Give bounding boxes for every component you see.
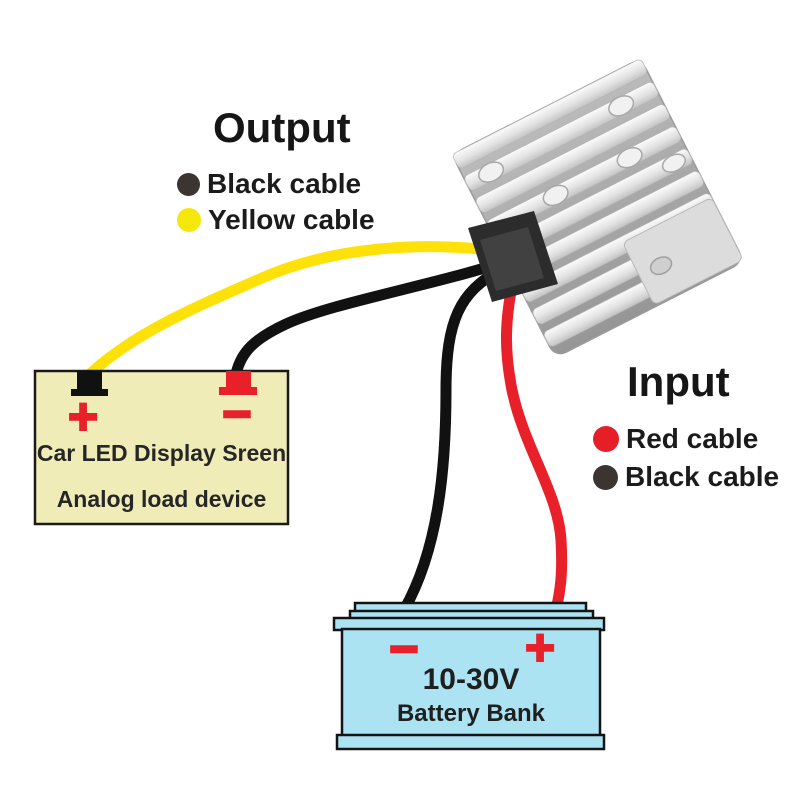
load-box-title: Car LED Display Sreen — [36, 440, 287, 466]
load-positive-terminal — [71, 371, 108, 396]
screw-hole — [616, 146, 643, 169]
converter-mounting-flange — [623, 198, 742, 304]
black-cable-color-dot-icon — [593, 464, 618, 490]
legend-label: Red cable — [626, 423, 759, 454]
input-legend-title: Input — [627, 358, 730, 405]
battery-bank — [332, 601, 606, 751]
screw-hole — [661, 153, 686, 173]
load-box-body — [33, 369, 290, 526]
red-input-wire — [500, 275, 568, 616]
screw-standoffs — [478, 95, 686, 207]
black-input-wire — [398, 264, 506, 616]
black-cable-color-dot-icon — [177, 172, 200, 196]
cables — [84, 241, 568, 616]
load-box-subtitle: Analog load device — [56, 486, 267, 512]
legend-item-input-black-cable: Black cable — [593, 461, 779, 493]
battery-plus-symbol: + — [525, 619, 555, 677]
legend-label: Black cable — [207, 168, 362, 199]
load-negative-terminal — [219, 371, 257, 395]
screw-hole — [478, 161, 505, 183]
legend-item-input-red-cable: Red cable — [593, 423, 758, 455]
battery-voltage-label: 10-30V — [422, 663, 520, 696]
battery-minus-symbol: − — [389, 621, 418, 677]
flange-screw-hole — [649, 256, 673, 276]
converter-wire-connector — [468, 211, 558, 302]
load-plus-symbol: + — [68, 388, 98, 446]
battery-base — [335, 733, 606, 751]
output-legend-title: Output — [213, 104, 351, 151]
battery-body — [340, 627, 602, 738]
load-minus-symbol: − — [222, 386, 251, 442]
load-device-box: + − — [33, 369, 290, 526]
screw-hole — [608, 95, 635, 117]
screw-hole — [542, 184, 569, 207]
legend-item-output-yellow-cable: Yellow cable — [177, 204, 375, 236]
black-output-wire — [230, 256, 510, 380]
yellow-cable-color-dot-icon — [177, 208, 201, 232]
legend-item-output-black-cable: Black cable — [177, 168, 361, 200]
legend-label: Yellow cable — [208, 204, 375, 235]
red-cable-color-dot-icon — [593, 426, 619, 452]
battery-name-label: Battery Bank — [396, 700, 546, 727]
yellow-output-wire — [84, 241, 511, 380]
converter-module — [453, 59, 742, 355]
legend-label: Black cable — [625, 461, 780, 492]
